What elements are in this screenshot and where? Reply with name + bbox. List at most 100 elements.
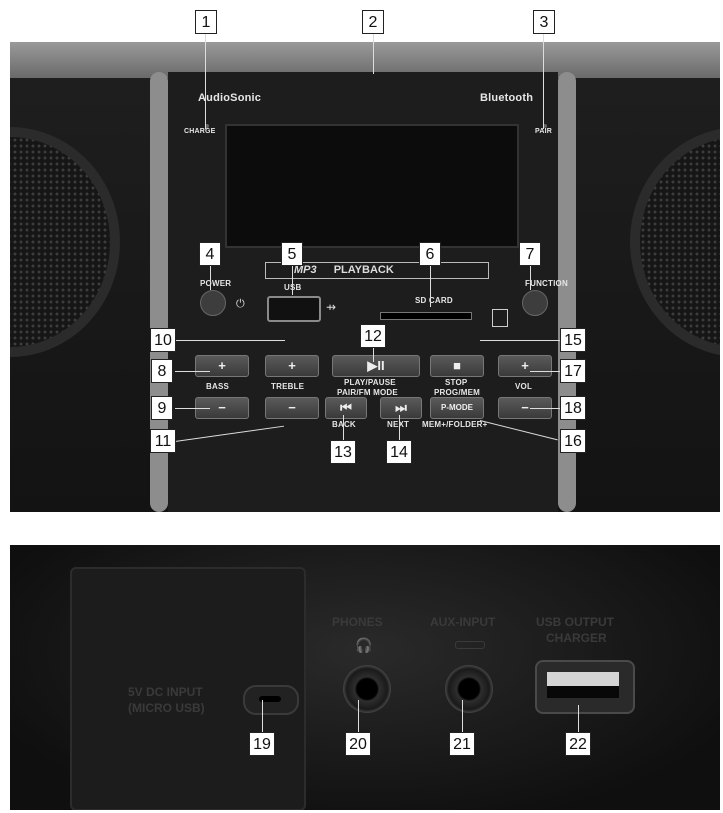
- sd-card-icon: [492, 309, 508, 327]
- usb-output-cavity: [547, 686, 619, 698]
- charge-label: CHARGE: [184, 128, 216, 135]
- leader-17: [530, 371, 560, 372]
- callout-4: 4: [199, 242, 221, 266]
- vol-minus-button[interactable]: −: [498, 397, 552, 419]
- leader-10: [175, 340, 285, 341]
- play-pause-label: PLAY/PAUSE: [344, 378, 396, 387]
- callout-10: 10: [150, 328, 176, 352]
- micro-usb-slot: [259, 696, 281, 702]
- treble-minus-button[interactable]: −: [265, 397, 319, 419]
- playback-text: PLAYBACK: [333, 264, 394, 276]
- callout-16: 16: [560, 429, 586, 453]
- usb-icon: ⇸: [326, 300, 337, 314]
- callout-14: 14: [386, 440, 412, 464]
- power-label: POWER: [200, 279, 232, 288]
- stop-button[interactable]: ■: [430, 355, 484, 377]
- leader-20: [358, 700, 359, 732]
- leader-5: [292, 265, 293, 295]
- leader-7: [530, 265, 531, 290]
- leader-22: [578, 705, 579, 732]
- next-button[interactable]: ⏭: [380, 397, 422, 419]
- mem-folder-label: MEM+/FOLDER+: [422, 420, 488, 429]
- dc-input-label-2: (MICRO USB): [128, 701, 205, 715]
- leader-14: [399, 415, 400, 440]
- pair-fm-mode-label: PAIR/FM MODE: [337, 388, 398, 397]
- callout-18: 18: [560, 396, 586, 420]
- left-speaker: [10, 127, 120, 357]
- callout-22: 22: [565, 732, 591, 756]
- dc-input-label-1: 5V DC INPUT: [128, 685, 203, 699]
- prog-mem-label: PROG/MEM: [434, 388, 481, 397]
- function-button[interactable]: [522, 290, 548, 316]
- leader-1: [205, 34, 206, 129]
- stop-label: STOP: [445, 378, 468, 387]
- back-panel-photo: 5V DC INPUT (MICRO USB) PHONES 🎧 AUX-INP…: [10, 545, 720, 810]
- next-label: NEXT: [387, 420, 409, 429]
- usb-port[interactable]: [267, 296, 321, 322]
- callout-20: 20: [345, 732, 371, 756]
- callout-9: 9: [151, 396, 173, 420]
- usb-output-label-1: USB OUTPUT: [536, 615, 614, 629]
- pair-led: [543, 124, 547, 128]
- callout-2: 2: [362, 10, 384, 34]
- treble-plus-button[interactable]: +: [265, 355, 319, 377]
- aux-input-jack[interactable]: [445, 665, 493, 713]
- phones-label: PHONES: [332, 615, 383, 629]
- power-icon: ⏻: [236, 298, 245, 310]
- callout-19: 19: [249, 732, 275, 756]
- mp3-text: MP3: [294, 264, 317, 276]
- leader-9: [175, 408, 210, 409]
- p-mode-label: P-MODE: [441, 403, 473, 412]
- bluetooth-logo: Bluetooth: [480, 92, 534, 104]
- callout-11: 11: [150, 429, 176, 453]
- callout-17: 17: [560, 359, 586, 383]
- callout-6: 6: [419, 242, 441, 266]
- callout-21: 21: [449, 732, 475, 756]
- bass-label: BASS: [206, 382, 230, 391]
- power-button[interactable]: [200, 290, 226, 316]
- treble-label: TREBLE: [271, 382, 305, 391]
- p-mode-button[interactable]: P-MODE: [430, 397, 484, 419]
- micro-usb-port[interactable]: [243, 685, 299, 715]
- vol-plus-button[interactable]: +: [498, 355, 552, 377]
- usb-output-port[interactable]: [535, 660, 635, 714]
- leader-18: [530, 408, 560, 409]
- callout-3: 3: [533, 10, 555, 34]
- leader-3: [543, 34, 544, 129]
- callout-7: 7: [519, 242, 541, 266]
- leader-2: [373, 34, 374, 74]
- aux-icon: [455, 641, 485, 649]
- play-pause-button[interactable]: ▶II: [332, 355, 420, 377]
- callout-1: 1: [195, 10, 217, 34]
- leader-13: [343, 415, 344, 440]
- callout-15: 15: [560, 328, 586, 352]
- usb-output-tongue: [547, 672, 619, 686]
- callout-5: 5: [281, 242, 303, 266]
- leader-15: [480, 340, 560, 341]
- callout-8: 8: [151, 359, 173, 383]
- front-panel-photo: AudioSonic Bluetooth CHARGE PAIR MP3 PLA…: [10, 42, 720, 512]
- aux-input-label: AUX-INPUT: [430, 615, 496, 629]
- sd-card-label: SD CARD: [415, 296, 453, 305]
- pair-label: PAIR: [535, 128, 553, 135]
- back-button[interactable]: ⏮: [325, 397, 367, 419]
- right-speaker: [630, 127, 720, 357]
- leader-19: [262, 700, 263, 732]
- charge-led: [205, 124, 209, 128]
- usb-output-label-2: CHARGER: [546, 631, 607, 645]
- phones-jack[interactable]: [343, 665, 391, 713]
- leader-12: [373, 348, 374, 362]
- leader-4: [210, 265, 211, 290]
- callout-12: 12: [360, 324, 386, 348]
- sd-card-slot[interactable]: [380, 312, 472, 320]
- bass-plus-button[interactable]: +: [195, 355, 249, 377]
- vol-label: VOL: [515, 382, 533, 391]
- leader-8: [175, 371, 210, 372]
- leader-21: [462, 700, 463, 732]
- brand-logo: AudioSonic: [198, 92, 262, 104]
- function-label: FUNCTION: [525, 279, 568, 288]
- headphones-icon: 🎧: [355, 637, 373, 653]
- leader-6: [430, 265, 431, 307]
- display-screen: [225, 124, 519, 248]
- callout-13: 13: [330, 440, 356, 464]
